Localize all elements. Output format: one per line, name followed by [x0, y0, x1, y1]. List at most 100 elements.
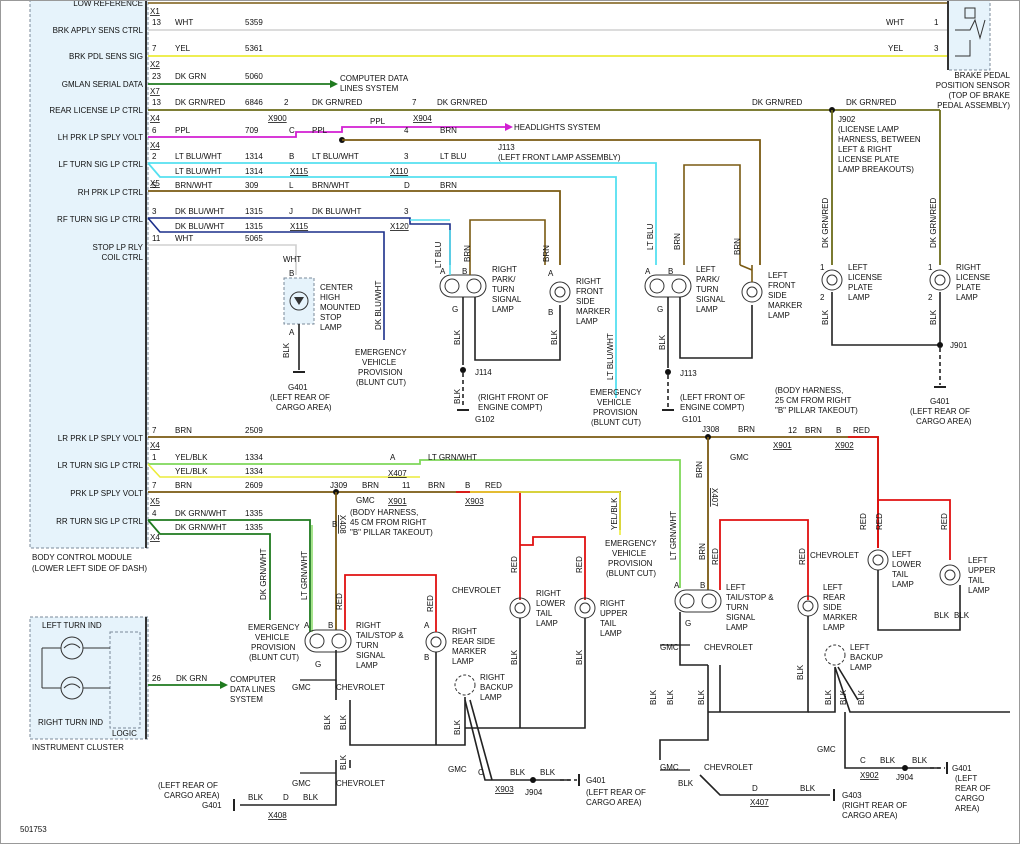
- pin-5: 5: [152, 181, 157, 190]
- body-control-module: [29, 0, 149, 549]
- circuit-lr-prk: LR PRK LP SPLY VOLT: [58, 434, 143, 443]
- circuit-low-ref: LOW REFERENCE: [73, 0, 143, 8]
- g403: G403: [842, 791, 862, 800]
- instrument-cluster: [29, 616, 149, 740]
- g401-rb-2: (LEFT REAR OF: [586, 788, 646, 797]
- circuit-rf-turn: RF TURN SIG LP CTRL: [57, 215, 143, 224]
- circuit-1315a: 1315: [245, 207, 263, 216]
- lpt-b: B: [668, 267, 673, 276]
- wire-brnwht-2: BRN/WHT: [312, 181, 349, 190]
- conn-x115b: X115: [290, 222, 309, 231]
- left-turn-ind: LEFT TURN IND: [42, 621, 102, 630]
- lt-a: A: [674, 581, 680, 590]
- j902-desc-4: LICENSE PLATE: [838, 155, 899, 164]
- lt-b: B: [700, 581, 705, 590]
- evp-front-3: PROVISION: [358, 368, 403, 377]
- wire-brnwht-1: BRN/WHT: [175, 181, 212, 190]
- lpt-g: G: [657, 305, 663, 314]
- bcm-location: (LOWER LEFT SIDE OF DASH): [32, 564, 147, 573]
- llt-label-3: TAIL: [892, 570, 909, 579]
- lt-label-3: TURN: [726, 603, 748, 612]
- right-turn-ind: RIGHT TURN IND: [38, 718, 103, 727]
- g401-bot: G401: [202, 801, 222, 810]
- circuit-prk-sply: PRK LP SPLY VOLT: [70, 489, 143, 498]
- headlights-label: HEADLIGHTS SYSTEM: [514, 123, 601, 132]
- conn-x902a: X902: [835, 441, 854, 450]
- j902-desc-5: LAMP BREAKOUTS): [838, 165, 914, 174]
- rt-red: RED: [335, 593, 344, 610]
- cluster-logic: LOGIC: [112, 729, 137, 738]
- wire-wht-2: WHT: [175, 234, 193, 243]
- lfs-label-1: LEFT: [768, 271, 788, 280]
- g401-front-3: CARGO AREA): [276, 403, 332, 412]
- chmsl-label-4: STOP: [320, 313, 342, 322]
- rpt-a: A: [440, 267, 446, 276]
- circuit-rr-turn: RR TURN SIG LP CTRL: [56, 517, 143, 526]
- evp-front-2: VEHICLE: [362, 358, 396, 367]
- cdl-label-1: COMPUTER DATA: [340, 74, 409, 83]
- j902-label: J902: [838, 115, 856, 124]
- pin-3-top: 3: [404, 152, 409, 161]
- g401-bot-blk2: BLK: [303, 793, 319, 802]
- right-front-side-marker-lamp: [549, 281, 571, 303]
- circuit-stop-rly: STOP LP RLY: [92, 243, 143, 252]
- brn-x901: BRN: [805, 426, 822, 435]
- lpt-label-2: PARK/: [696, 275, 720, 284]
- cluster-cdl-3: SYSTEM: [230, 695, 263, 704]
- wire-brn-lr: BRN: [175, 426, 192, 435]
- pin-12: 12: [788, 426, 797, 435]
- pin-11: 11: [152, 234, 161, 243]
- brn-j308: BRN: [695, 461, 704, 478]
- brake-wht: WHT: [886, 18, 904, 27]
- rb-blk: BLK: [453, 719, 462, 735]
- chevrolet-rt: CHEVROLET: [336, 683, 385, 692]
- rrs-a: A: [424, 621, 430, 630]
- j113-sub: (LEFT FRONT LAMP ASSEMBLY): [498, 153, 621, 162]
- llt-label-2: LOWER: [892, 560, 922, 569]
- conn-x900: X900: [268, 114, 287, 123]
- brake-label-4: PEDAL ASSEMBLY): [937, 101, 1010, 110]
- rpt-blk: BLK: [453, 329, 462, 345]
- pin-d-top: D: [404, 181, 410, 190]
- j309-desc-2: 45 CM FROM RIGHT: [350, 518, 427, 527]
- brake-yel: YEL: [888, 44, 904, 53]
- wire-brn-top: BRN: [440, 126, 457, 135]
- j904-a: J904: [525, 788, 543, 797]
- pin-j: J: [289, 207, 293, 216]
- rfs-a: A: [548, 269, 554, 278]
- wire-ltbluwht-3: LT BLU/WHT: [312, 152, 359, 161]
- center-high-mount-stop-lamp: [283, 277, 315, 325]
- pin-l: L: [289, 181, 294, 190]
- rb-label-2: BACKUP: [480, 683, 513, 692]
- gmc-bot: GMC: [292, 779, 311, 788]
- pin-13b: 13: [152, 98, 161, 107]
- rlt-red: RED: [510, 556, 519, 573]
- lpt-label-1: LEFT: [696, 265, 716, 274]
- circuit-2509: 2509: [245, 426, 263, 435]
- lfs-label-2: FRONT: [768, 281, 796, 290]
- circuit-2609: 2609: [245, 481, 263, 490]
- wire-dkbluwht-3: DK BLU/WHT: [312, 207, 361, 216]
- wire-brn-prk: BRN: [175, 481, 192, 490]
- llp-2: 2: [820, 293, 825, 302]
- brake-label-1: BRAKE PEDAL: [954, 71, 1010, 80]
- j904-blk: BLK: [540, 768, 556, 777]
- conn-x902b: X902: [860, 771, 879, 780]
- rrs-red: RED: [426, 595, 435, 612]
- g401-r-3: REAR OF: [955, 784, 991, 793]
- wire-ltblu-top: LT BLU: [440, 152, 467, 161]
- lt-label-1: LEFT: [726, 583, 746, 592]
- lt-brn: BRN: [698, 543, 707, 560]
- evp-rear-4: (BLUNT CUT): [606, 569, 656, 578]
- rut-blk: BLK: [575, 649, 584, 665]
- conn-x903b: X903: [495, 785, 514, 794]
- figure-id: 501753: [20, 825, 47, 834]
- chmsl-label-2: HIGH: [320, 293, 340, 302]
- evp-left-3: PROVISION: [251, 643, 296, 652]
- rt-a: A: [304, 621, 310, 630]
- rpt-label-3: TURN: [492, 285, 514, 294]
- chevrolet-rrs: CHEVROLET: [452, 586, 501, 595]
- circuit-rh-prk: RH PRK LP CTRL: [78, 188, 144, 197]
- g401-r-2: (LEFT: [955, 774, 977, 783]
- conn-x120: X120: [390, 222, 409, 231]
